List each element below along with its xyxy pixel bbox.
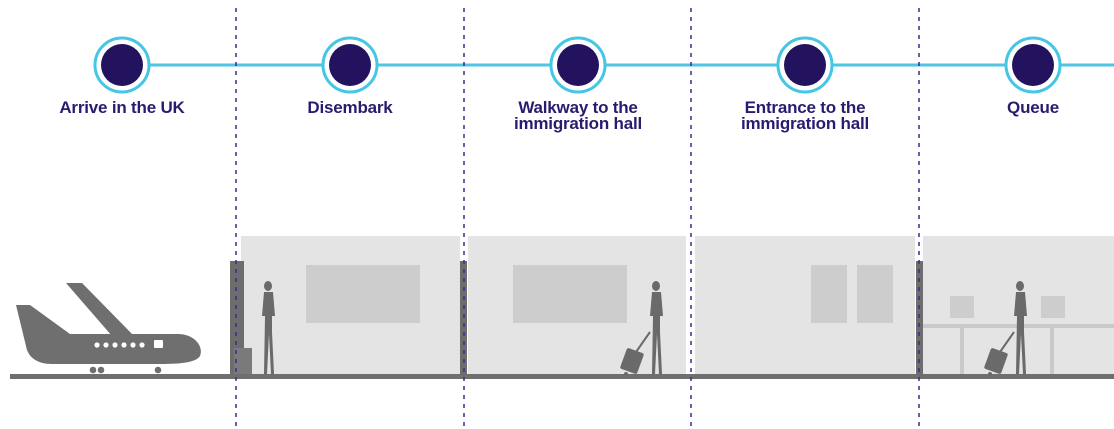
timeline-nodes — [93, 36, 1062, 94]
node-disembark — [321, 36, 379, 94]
step-label-queue: Queue — [1007, 98, 1059, 117]
node-walkway — [549, 36, 607, 94]
queue-sign-left — [950, 296, 974, 318]
node-arrive — [93, 36, 151, 94]
wall-walkway — [460, 261, 467, 376]
step-label-entrance: Entrance to the immigration hall — [740, 98, 870, 133]
step-label-arrive: Arrive in the UK — [59, 98, 185, 117]
screen-walkway — [513, 265, 627, 323]
wall-disembark — [230, 261, 244, 376]
scene-screens — [306, 265, 1065, 323]
screen-entrance-left — [811, 265, 847, 323]
jet-bridge-pole — [234, 348, 252, 374]
queue-sign-right — [1041, 296, 1065, 318]
node-queue — [1004, 36, 1062, 94]
wall-queue — [916, 261, 923, 376]
screen-entrance-right — [857, 265, 893, 323]
walls — [230, 261, 923, 376]
stage-dividers — [235, 8, 920, 429]
node-entrance — [776, 36, 834, 94]
ground-line — [10, 374, 1114, 379]
airplane-icon — [16, 283, 201, 374]
step-label-walkway: Walkway to the immigration hall — [513, 98, 643, 133]
screen-disembark — [306, 265, 420, 323]
step-label-disembark: Disembark — [307, 98, 393, 117]
person-with-suitcase-icon — [984, 281, 1027, 376]
person-with-suitcase-icon — [620, 281, 663, 376]
person-silhouette-icon — [262, 281, 275, 374]
